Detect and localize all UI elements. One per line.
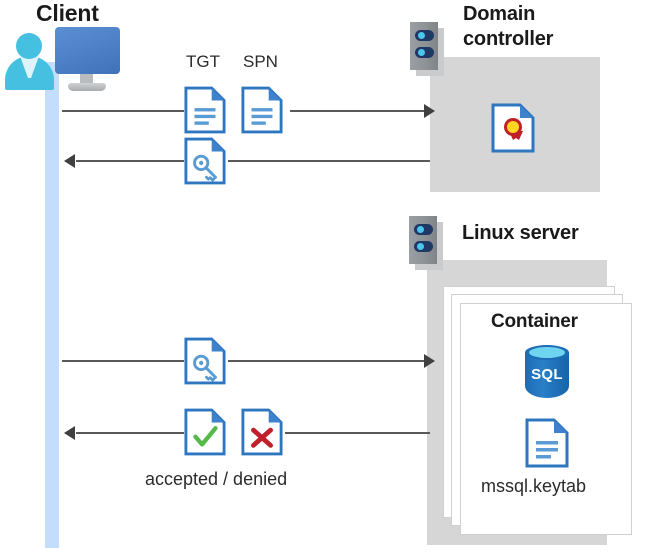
message-arrow-issue-ticket [64,154,75,168]
spn-document-icon [241,85,283,135]
certificate-document-icon [491,103,535,153]
client-icon [0,0,140,100]
monitor-screen-icon [55,27,120,74]
accepted-denied-label: accepted / denied [145,469,288,489]
cross-document-icon [241,407,283,457]
keytab-label: mssql.keytab [481,476,587,496]
message-line-auth-result-left [76,432,184,434]
sql-database-label: SQL [531,366,563,383]
domain-controller-title-line2: controller [463,28,554,50]
tgt-document-icon [184,85,226,135]
message-arrow-auth-result [64,426,75,440]
client-title: Client [36,0,99,26]
message-line-issue-ticket-left [76,160,184,162]
key-document-icon-top [184,136,226,186]
check-document-icon [184,407,226,457]
linux-server-title: Linux server [462,222,579,244]
message-line-request-tgt-spn-left [62,110,184,112]
message-line-present-ticket-right [228,360,429,362]
domain-controller-title: Domain controller [463,2,633,52]
message-line-issue-ticket-right [228,160,430,162]
client-lifeline [45,62,59,548]
keytab-document-icon [525,418,569,468]
domain-controller-title-line1: Domain [463,3,536,25]
container-title: Container [491,311,578,332]
person-head-icon [16,33,42,59]
monitor-base-icon [68,83,106,91]
message-line-request-tgt-spn-right [290,110,429,112]
message-arrow-present-ticket [424,354,435,368]
key-document-icon-bottom [184,336,226,386]
tgt-label: TGT [186,52,220,71]
message-line-present-ticket-left [62,360,184,362]
message-line-auth-result-right [285,432,430,434]
message-arrow-request-tgt-spn [424,104,435,118]
spn-label: SPN [243,52,278,71]
